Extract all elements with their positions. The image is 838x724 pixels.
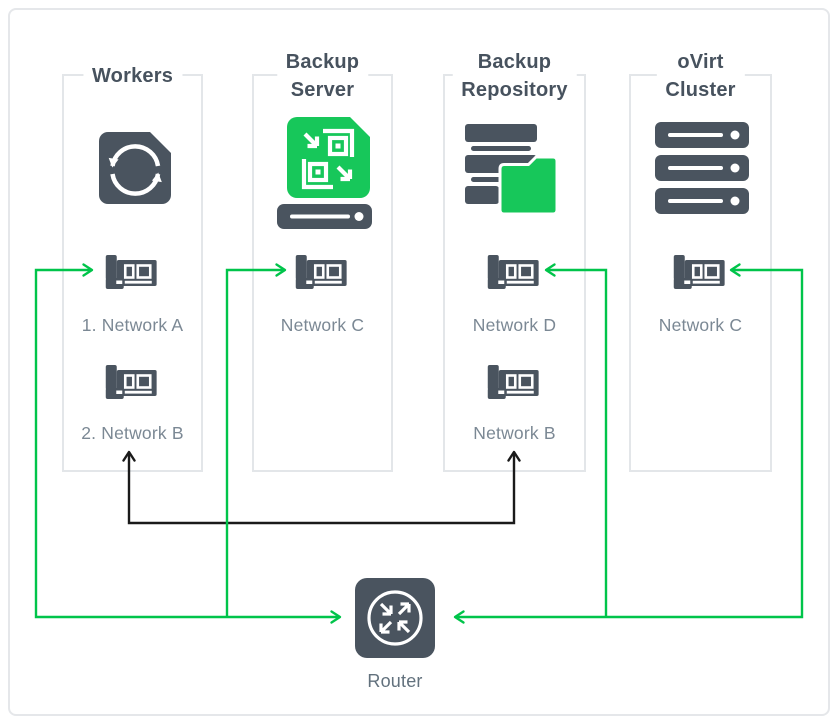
- column-backup-repository: Backup Repository Network D Network B: [443, 48, 586, 472]
- nic-icon: [102, 362, 156, 402]
- column-title-backup-server: Backup Server: [276, 48, 369, 104]
- column-ovirt-cluster: oVirt Cluster Network C: [629, 48, 772, 472]
- router-icon: [355, 578, 435, 658]
- sync-file-icon: [99, 132, 171, 204]
- column-title-workers: Workers: [82, 62, 183, 90]
- nic-icon: [292, 252, 346, 292]
- nic-icon: [670, 252, 724, 292]
- server-cluster-icon: [655, 122, 749, 214]
- router: Router: [355, 578, 435, 691]
- nic-label: Network C: [658, 315, 743, 335]
- storage-folder-icon: [465, 124, 559, 216]
- outer-frame: [8, 8, 830, 716]
- nic-label: 1. Network A: [81, 315, 184, 335]
- column-title-backup-repository: Backup Repository: [452, 48, 577, 104]
- backup-server-icon: [277, 117, 372, 229]
- nic-icon: [484, 362, 538, 402]
- nic-icon: [102, 252, 156, 292]
- nic-label: Network B: [473, 423, 556, 443]
- nic-label: 2. Network B: [81, 423, 184, 443]
- router-label: Router: [367, 671, 423, 691]
- nic-label: Network C: [280, 315, 365, 335]
- column-workers: Workers 1. Network A 2. Network B: [62, 62, 203, 472]
- column-title-ovirt-cluster: oVirt Cluster: [656, 48, 745, 104]
- nic-label: Network D: [472, 315, 557, 335]
- column-backup-server: Backup Server Network C: [252, 48, 393, 472]
- nic-icon: [484, 252, 538, 292]
